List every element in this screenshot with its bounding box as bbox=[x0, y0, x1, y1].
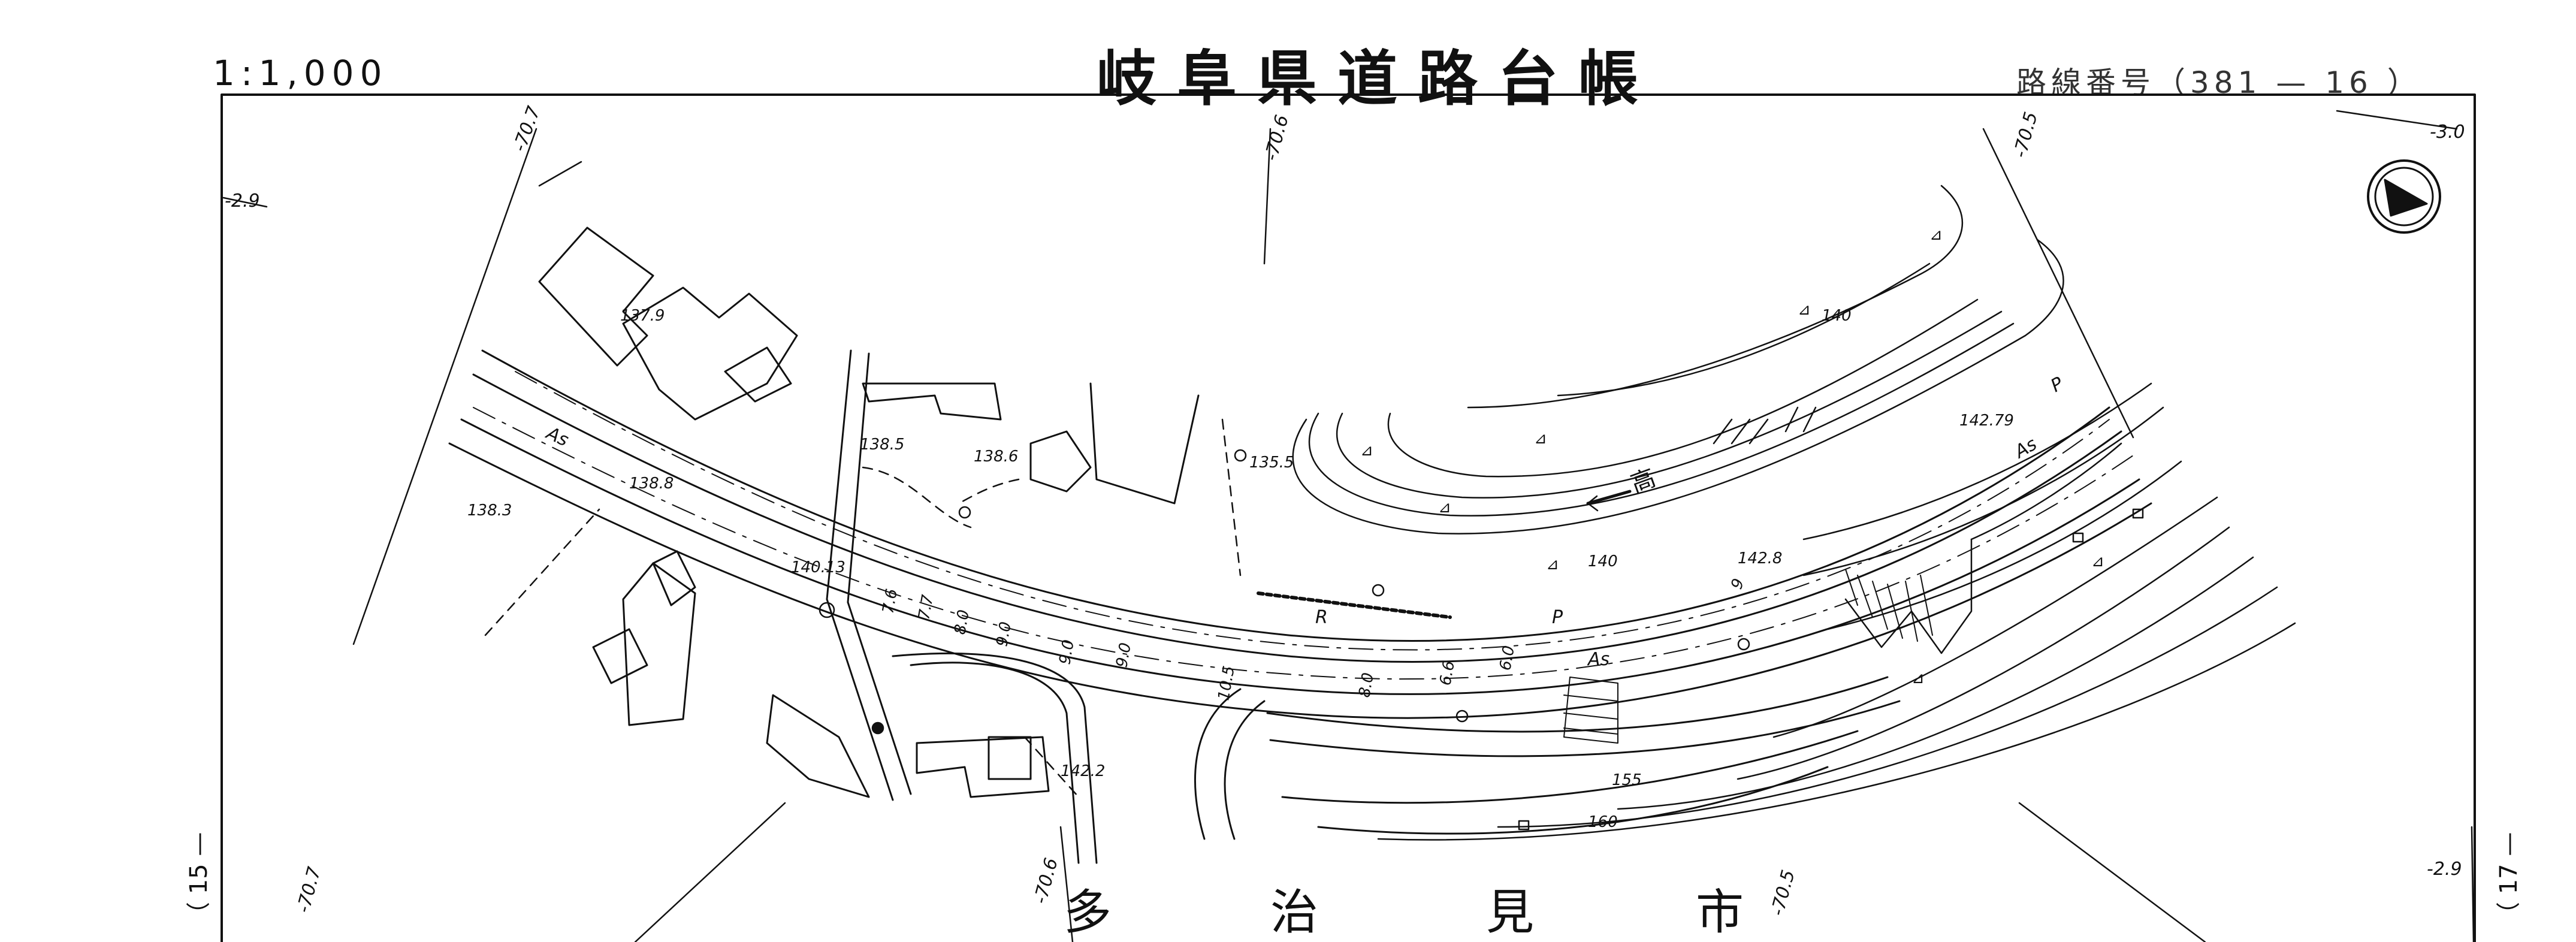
road-width: 9 bbox=[1728, 576, 1748, 592]
compass-arrow-icon bbox=[2367, 159, 2441, 234]
contour-lines bbox=[1292, 185, 2296, 841]
main-road bbox=[448, 349, 2152, 719]
side-streets bbox=[826, 349, 1901, 864]
road-width: 9.0 bbox=[1056, 638, 1078, 666]
page-title: 岐阜県道路台帳 bbox=[1097, 43, 1659, 114]
adjacent-sheet-right: （ 17 — bbox=[2495, 832, 2523, 926]
road-width: 8.0 bbox=[951, 608, 973, 636]
road-width: 6.6 bbox=[1436, 659, 1458, 687]
elevation-label: 140 bbox=[1588, 552, 1618, 570]
elevation-label: 138.6 bbox=[974, 448, 1018, 466]
map-scale: 1:1,000 bbox=[213, 53, 388, 93]
slope-mark: ⊿ bbox=[1929, 226, 1943, 244]
elevation-label: 140.13 bbox=[791, 558, 845, 576]
surface-label: P bbox=[2047, 373, 2068, 397]
city-name-char: 多 bbox=[1064, 884, 1112, 940]
elevation-label: 138.3 bbox=[467, 502, 512, 520]
elevation-label: 138.5 bbox=[860, 436, 904, 454]
city-name-char: 見 bbox=[1486, 884, 1534, 940]
elevation-label: 137.9 bbox=[620, 307, 665, 325]
elevation-label: 142.79 bbox=[1959, 412, 2014, 430]
road-width: 9.0 bbox=[993, 620, 1015, 648]
slope-mark: ⊿ bbox=[1911, 669, 1925, 687]
road-width: 8.0 bbox=[1355, 671, 1378, 699]
city-name-char: 市 bbox=[1696, 884, 1744, 940]
map-frame bbox=[221, 93, 2476, 942]
slope-hatching bbox=[1257, 569, 1933, 744]
elevation-label: 160 bbox=[1588, 813, 1618, 831]
slope-mark: ⊿ bbox=[1546, 555, 1559, 573]
map-labels: -70.7 -70.6 -70.5 -70.7 -70.6 -70.5 -2.9… bbox=[185, 104, 2523, 940]
elevation-label: 155 bbox=[1612, 771, 1642, 789]
surface-label: P bbox=[1552, 607, 1563, 628]
surface-label: As bbox=[1587, 649, 1609, 670]
grid-label: -3.0 bbox=[2430, 122, 2465, 143]
slope-mark: ⊿ bbox=[1798, 301, 1811, 319]
dashed-boundaries bbox=[484, 418, 1242, 798]
adjacent-sheet-left: （ 15 — bbox=[185, 832, 213, 926]
river-label: 高 bbox=[1627, 464, 1659, 498]
road-width: 7.7 bbox=[915, 593, 937, 621]
grid-label: -70.7 bbox=[293, 865, 325, 915]
grid-label: -70.5 bbox=[1767, 868, 1799, 918]
road-width: 10.5 bbox=[1215, 665, 1239, 702]
grid-label: -70.5 bbox=[2010, 110, 2042, 160]
slope-mark: ⊿ bbox=[1438, 499, 1451, 517]
slope-mark: ⊿ bbox=[1360, 442, 1373, 460]
slope-mark: ⊿ bbox=[1534, 430, 1547, 448]
grid-label: -70.7 bbox=[509, 104, 545, 155]
slope-mark: ⊿ bbox=[2091, 552, 2104, 570]
road-width: 9.0 bbox=[1113, 641, 1135, 669]
grid-label: -70.6 bbox=[1030, 856, 1062, 906]
elevation-label: 142.2 bbox=[1061, 762, 1105, 780]
grid-label: -2.9 bbox=[2427, 859, 2462, 880]
grid-lines bbox=[222, 110, 2475, 942]
elevation-label: 135.5 bbox=[1249, 454, 1294, 472]
road-width: 7.6 bbox=[879, 587, 901, 615]
surface-label: As bbox=[542, 422, 572, 451]
facility-symbols bbox=[819, 406, 2144, 831]
elevation-label: 138.8 bbox=[629, 475, 674, 493]
grid-label: -70.6 bbox=[1261, 113, 1293, 163]
grid-label: -2.9 bbox=[225, 191, 260, 212]
surface-label: R bbox=[1315, 607, 1328, 628]
buildings bbox=[538, 227, 1200, 798]
road-width: 6.0 bbox=[1496, 644, 1518, 672]
elevation-label: 142.8 bbox=[1738, 550, 1782, 567]
elevation-label: 140 bbox=[1822, 307, 1852, 325]
city-name-char: 治 bbox=[1270, 884, 1318, 940]
